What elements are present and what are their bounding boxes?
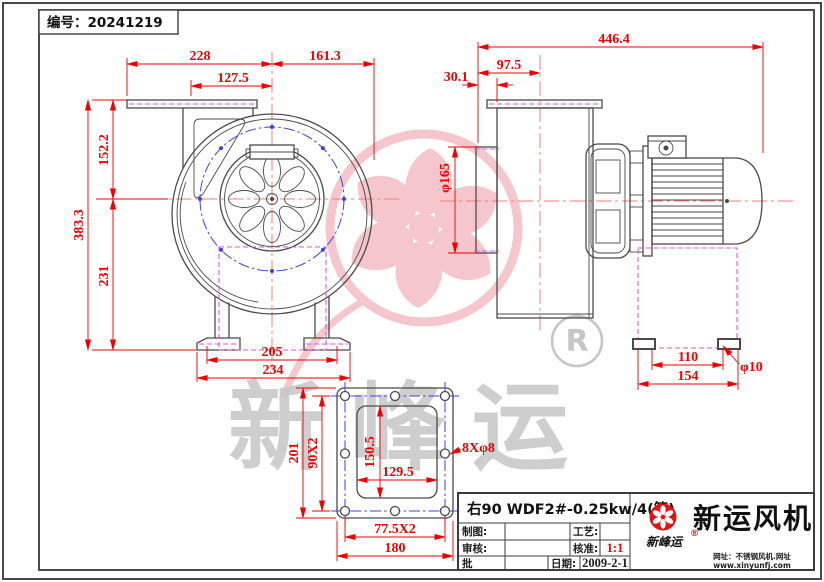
- serial-number-text: 编号：20241219: [47, 14, 163, 31]
- flange-detail-view: 201 90X2 150.5 129.5 8Xφ8 77.5X2 180: [287, 382, 495, 561]
- brand-info-line1: 网址：不锈钢风机.网址: [713, 551, 791, 561]
- support-legs: [196, 246, 351, 351]
- side-view: 446.4 97.5 30.1 φ165 110 154 φ10: [438, 32, 795, 390]
- dim-180: 180: [385, 541, 406, 556]
- label-checker: 审核:: [462, 542, 487, 555]
- model-designation: 右90 WDF2#-0.25kw/4(管): [467, 500, 675, 518]
- title-block: 右90 WDF2#-0.25kw/4(管) 制图: 审核: 批 工艺: 核准: …: [457, 492, 815, 571]
- label-ratify: 核准:: [573, 542, 598, 555]
- dim-30-1: 30.1: [444, 70, 469, 85]
- label-process: 工艺:: [573, 525, 598, 538]
- dim-161-3: 161.3: [309, 49, 341, 64]
- hub-clamp: [245, 144, 299, 160]
- date-value: 2009-2-1: [582, 556, 628, 570]
- brand-registered-mark: ®: [690, 529, 699, 539]
- dim-150-5: 150.5: [363, 436, 378, 468]
- motor-bracket: [585, 143, 644, 259]
- watermark-brand-text: 新峰运: [228, 372, 594, 484]
- watermark-swoosh: [279, 298, 364, 400]
- dim-phi165: φ165: [438, 163, 453, 193]
- serial-number-box: 编号：20241219: [38, 9, 179, 35]
- impeller: [228, 155, 316, 243]
- watermark-registered-icon: R: [550, 314, 604, 368]
- front-view: 228 161.3 127.5 383.3 152.2 231 205 234: [72, 49, 400, 382]
- brand-fan-logo-icon: [649, 503, 677, 531]
- bolt-holes: [339, 390, 451, 517]
- motor-base: [632, 247, 741, 350]
- dim-228: 228: [190, 49, 211, 64]
- scale-value: 1:1: [607, 541, 624, 555]
- bolt-circle-dots: [198, 125, 346, 273]
- watermark-registered-letter: R: [565, 324, 588, 359]
- dim-205: 205: [262, 345, 283, 360]
- dim-90x2: 90X2: [306, 437, 321, 468]
- dim-154: 154: [678, 369, 699, 384]
- dim-383-3: 383.3: [72, 209, 87, 241]
- motor: [642, 135, 763, 257]
- junction-box: [647, 135, 687, 159]
- label-date: 日期:: [551, 557, 576, 570]
- dim-231: 231: [97, 266, 112, 287]
- dim-234: 234: [263, 363, 284, 378]
- label-approver: 批: [462, 557, 473, 570]
- watermark-layer: R 新峰运: [228, 129, 604, 484]
- dim-97-5: 97.5: [497, 58, 522, 73]
- brand-name: 新运风机: [693, 502, 813, 535]
- dim-201: 201: [287, 443, 302, 464]
- side-view-dimensions: 446.4 97.5 30.1 φ165 110 154 φ10: [438, 32, 764, 390]
- dim-446-4: 446.4: [598, 32, 630, 47]
- brand-area: 新峰运 ® 新运风机 网址：不锈钢风机.网址 www.xinyunfj.com: [646, 502, 813, 570]
- front-view-dimensions: 228 161.3 127.5 383.3 152.2 231 205 234: [72, 49, 375, 382]
- dim-110: 110: [678, 350, 698, 365]
- dim-8xphi8: 8Xφ8: [462, 441, 495, 456]
- dim-phi10: φ10: [740, 360, 763, 375]
- dim-127-5: 127.5: [217, 71, 249, 86]
- dim-152-2: 152.2: [97, 134, 112, 166]
- gusset-cutout: [193, 118, 246, 198]
- label-drafter: 制图:: [462, 525, 487, 538]
- flange-dimensions: 201 90X2 150.5 129.5 8Xφ8 77.5X2 180: [287, 387, 495, 561]
- dim-77-5x2: 77.5X2: [374, 522, 416, 537]
- dim-129-5: 129.5: [382, 465, 414, 480]
- brand-info-line2: www.xinyunfj.com: [713, 561, 791, 570]
- brand-script-text: 新峰运: [646, 535, 684, 549]
